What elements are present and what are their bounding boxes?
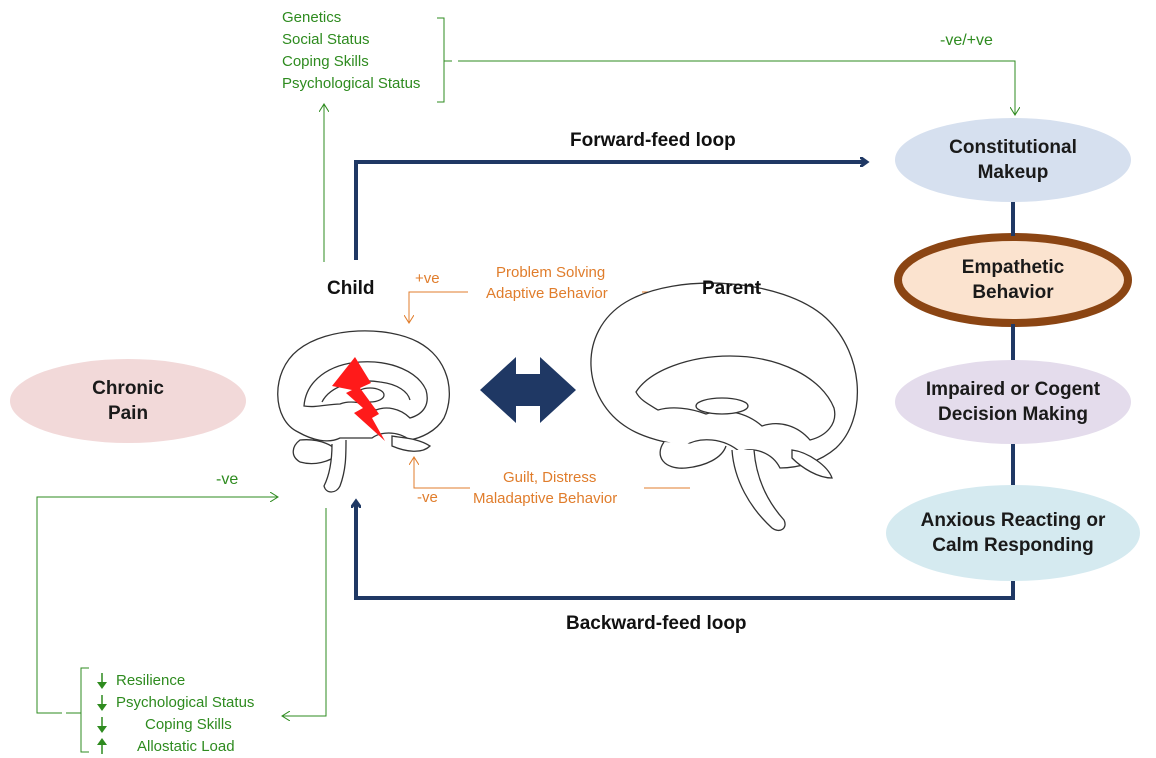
empathetic-ellipse — [894, 233, 1132, 327]
bottom-arrows — [97, 673, 107, 754]
anxious-node: Anxious Reacting or Calm Responding — [886, 485, 1140, 581]
constitutional-line1: Constitutional — [949, 137, 1077, 158]
factor-psychological-status-bottom: Psychological Status — [116, 694, 255, 711]
ve-top-label: -ve/+ve — [940, 32, 993, 49]
top-factors-arrow — [458, 60, 1015, 115]
impaired-line1: Impaired or Cogent — [925, 379, 1101, 400]
empathetic-line2: Behavior — [972, 282, 1054, 303]
negative-ve-left-label: -ve — [216, 471, 239, 488]
guilt-distress-label: Guilt, Distress — [503, 469, 597, 486]
factor-allostatic-load: Allostatic Load — [137, 738, 235, 755]
factor-genetics: Genetics — [282, 9, 342, 26]
impaired-ellipse — [895, 360, 1131, 444]
factor-coping-skills-bottom: Coping Skills — [145, 716, 232, 733]
top-factors-bracket — [437, 17, 452, 103]
child-label: Child — [327, 278, 375, 299]
chronic-pain-ellipse — [10, 359, 246, 443]
forward-loop-arrow — [354, 162, 866, 260]
empathetic-line1: Empathetic — [961, 257, 1065, 278]
backward-loop-arrow — [356, 502, 1015, 600]
constitutional-line2: Makeup — [977, 162, 1049, 183]
constitutional-ellipse — [895, 118, 1131, 202]
anxious-line1: Anxious Reacting or — [920, 510, 1106, 531]
double-arrow — [480, 357, 576, 423]
negative-ve-mid-label: -ve — [417, 489, 438, 506]
adaptive-behavior-label: Adaptive Behavior — [486, 285, 608, 302]
parent-brain — [590, 282, 859, 532]
left-feedback-arrow — [36, 497, 278, 714]
factor-social-status: Social Status — [282, 31, 370, 48]
chronic-pain-line1: Chronic — [92, 378, 164, 399]
bottom-factors-bracket — [66, 667, 89, 753]
maladaptive-behavior-label: Maladaptive Behavior — [473, 490, 618, 507]
negative-feedback-arrow — [414, 457, 470, 489]
parent-label: Parent — [702, 278, 762, 299]
impaired-line2: Decision Making — [938, 404, 1088, 425]
problem-solving-label: Problem Solving — [496, 264, 606, 281]
positive-feedback-arrow — [409, 291, 468, 323]
factor-psychological-status: Psychological Status — [282, 75, 421, 92]
anxious-ellipse — [886, 485, 1140, 581]
forward-loop-label: Forward-feed loop — [570, 130, 736, 151]
lightning-bolt — [332, 357, 385, 441]
backward-loop-label: Backward-feed loop — [566, 613, 747, 634]
chronic-pain-line2: Pain — [107, 403, 149, 424]
factor-coping-skills: Coping Skills — [282, 53, 369, 70]
anxious-line2: Calm Responding — [932, 535, 1094, 556]
child-down-arrow — [282, 508, 327, 716]
positive-ve-label: +ve — [415, 270, 440, 287]
factor-resilience: Resilience — [116, 672, 186, 689]
